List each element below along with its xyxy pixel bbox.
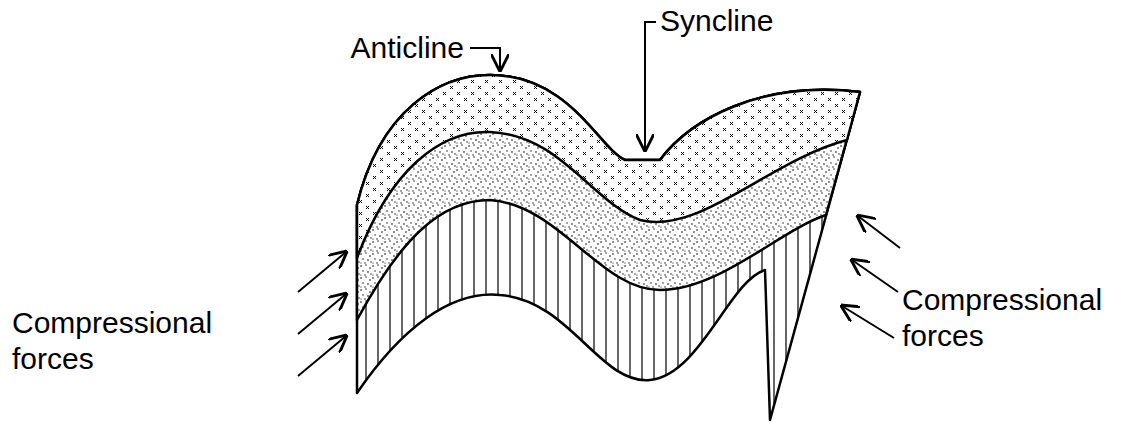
fold-label: Anticline xyxy=(351,30,464,66)
force-arrows xyxy=(298,252,346,376)
force-arrows xyxy=(842,216,900,338)
fold-label: Syncline xyxy=(660,3,773,39)
leader-line xyxy=(470,48,500,70)
middle-rock-layer xyxy=(357,75,860,320)
force-label: Compressional forces xyxy=(12,305,242,377)
leader-line xyxy=(645,22,656,150)
top-rock-layer xyxy=(357,75,860,258)
bottom-rock-layer xyxy=(357,75,860,420)
force-label: Compressional forces xyxy=(902,282,1132,354)
